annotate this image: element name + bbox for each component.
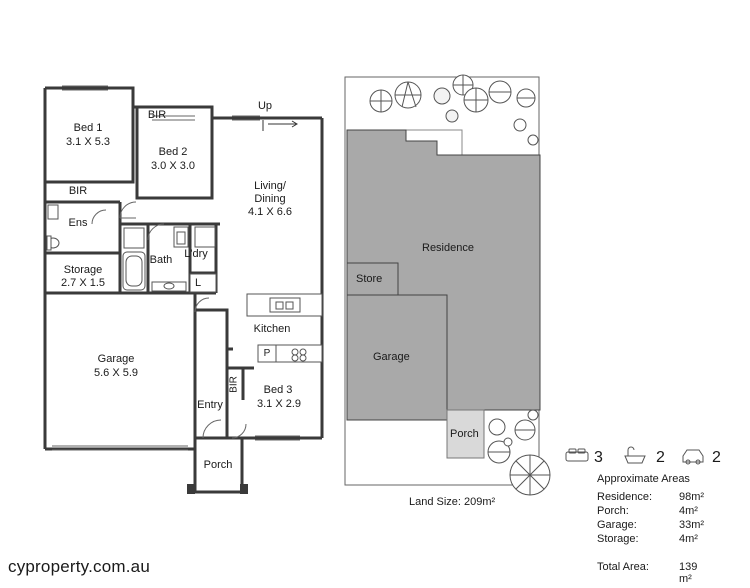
area-value: 4m²: [679, 533, 698, 545]
bir-top-label: BIR: [147, 109, 167, 121]
storage-size: 2.7 X 1.5: [60, 277, 106, 289]
site-porch-label: Porch: [450, 428, 479, 440]
area-label: Garage:: [597, 519, 637, 531]
area-row-residence: Residence: 98m²: [597, 491, 712, 503]
bedroom-count: 3: [594, 449, 603, 466]
bed2-size: 3.0 X 3.0: [150, 160, 196, 172]
bed3-size: 3.1 X 2.9: [256, 398, 302, 410]
living-size: 4.1 X 6.6: [247, 206, 293, 218]
area-row-garage: Garage: 33m²: [597, 519, 712, 531]
living-name-1: Living/: [254, 180, 286, 192]
entry-label: Entry: [197, 399, 223, 411]
area-label: Residence:: [597, 491, 653, 503]
bath-label: Bath: [149, 254, 173, 266]
living-name-2: Dining: [254, 193, 286, 205]
area-row-total: Total Area: 139 m²: [597, 561, 712, 585]
bathroom-count: 2: [656, 449, 665, 466]
porch-label: Porch: [203, 459, 233, 471]
bed2-name: Bed 2: [158, 146, 188, 158]
site-store-label: Store: [356, 273, 383, 285]
area-row-porch: Porch: 4m²: [597, 505, 712, 517]
garage-size: 5.6 X 5.9: [93, 367, 139, 379]
bed3-name: Bed 3: [263, 384, 293, 396]
ensuite-label: Ens: [68, 217, 88, 229]
website-link[interactable]: cyproperty.com.au: [8, 557, 150, 576]
car-icon: [682, 449, 704, 465]
garage-name: Garage: [97, 353, 135, 365]
linen-label: L: [194, 277, 202, 289]
stairs-up-label: Up: [257, 100, 273, 112]
porch-footprint: [446, 409, 485, 459]
total-area-value: 139 m²: [679, 561, 698, 585]
areas-heading: Approximate Areas: [597, 473, 690, 485]
area-value: 98m²: [679, 491, 705, 503]
area-label: Porch:: [597, 505, 629, 517]
area-value: 33m²: [679, 519, 705, 531]
storage-name: Storage: [63, 264, 103, 276]
area-value: 4m²: [679, 505, 698, 517]
kitchen-label: Kitchen: [253, 323, 291, 335]
bir-left-label: BIR: [68, 185, 88, 197]
land-size-label: Land Size: 209m²: [409, 496, 496, 508]
laundry-label: L'dry: [184, 248, 208, 260]
area-row-storage: Storage: 4m²: [597, 533, 712, 545]
site-residence-label: Residence: [422, 242, 474, 254]
total-area-label: Total Area:: [597, 561, 649, 573]
site-garage-label: Garage: [373, 351, 410, 363]
bed1-name: Bed 1: [73, 122, 103, 134]
bath-icon: [624, 446, 646, 464]
bed-icon: [565, 448, 589, 462]
car-count: 2: [712, 449, 721, 466]
bed1-size: 3.1 X 5.3: [65, 136, 111, 148]
area-label: Storage:: [597, 533, 639, 545]
pantry-label: P: [263, 348, 271, 359]
